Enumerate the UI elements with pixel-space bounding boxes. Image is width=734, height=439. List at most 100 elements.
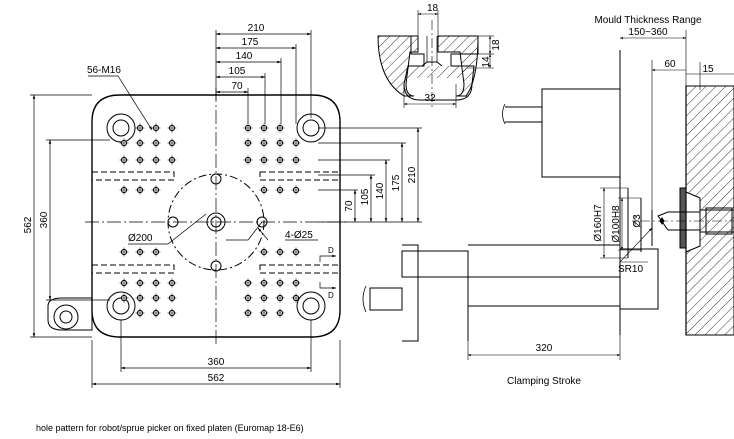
tapped-hole-crosshair <box>275 123 285 133</box>
tapped-hole-crosshair <box>151 123 161 133</box>
tapped-hole-crosshair <box>259 155 269 165</box>
tapped-hole-crosshair <box>119 278 129 288</box>
tapped-hole-crosshair <box>275 247 285 257</box>
tie-bar-hole-bl <box>106 291 136 321</box>
tapped-hole-crosshair <box>243 308 253 318</box>
front-dimensions <box>30 30 422 388</box>
tapped-hole-crosshair <box>151 185 161 195</box>
tapped-hole-crosshair <box>275 308 285 318</box>
tapped-hole-crosshair <box>291 185 301 195</box>
nozzle-detail-labels: 18 18 14 32 <box>424 3 502 104</box>
dim-bottom-562: 562 <box>208 373 225 384</box>
tapped-hole-crosshair <box>119 293 129 303</box>
platen-outline <box>91 94 341 338</box>
tapped-hole-crosshair <box>259 185 269 195</box>
label-d200: Ø200 <box>128 233 153 244</box>
t-slot-upper-right <box>259 171 341 181</box>
t-slot-upper-left <box>91 171 175 181</box>
nozzle-dim-18-top: 18 <box>427 3 439 14</box>
tapped-hole-crosshair <box>291 155 301 165</box>
front-dimension-labels: 210 175 140 105 70 70 105 140 175 210 36… <box>23 23 418 384</box>
tapped-hole-crosshair <box>119 247 129 257</box>
tapped-hole-crosshair <box>259 308 269 318</box>
tapped-hole-crosshair <box>275 278 285 288</box>
tapped-hole-crosshair <box>151 308 161 318</box>
dim-right-140: 140 <box>375 182 386 199</box>
dim-top-210: 210 <box>248 23 265 34</box>
tapped-hole-crosshair <box>167 155 177 165</box>
tapped-holes-56-m16 <box>119 123 301 318</box>
tapped-hole-crosshair <box>167 278 177 288</box>
tapped-hole-crosshair <box>167 308 177 318</box>
tapped-hole-crosshair <box>135 247 145 257</box>
dim-top-175: 175 <box>242 37 259 48</box>
t-slot-lower-right <box>259 264 341 274</box>
tapped-hole-crosshair <box>259 123 269 133</box>
side-view-labels: Mould Thickness Range 150~360 60 15 Ø160… <box>507 15 714 387</box>
tapped-hole-crosshair <box>243 293 253 303</box>
tapped-hole-crosshair <box>275 185 285 195</box>
tapped-hole-crosshair <box>291 138 301 148</box>
tapped-hole-crosshair <box>259 293 269 303</box>
dim-60: 60 <box>664 59 676 70</box>
label-clamping-stroke: Clamping Stroke <box>507 376 581 387</box>
label-mould-thickness: Mould Thickness Range <box>594 15 702 26</box>
tie-bar-hole-tl <box>106 113 136 143</box>
label-d160h7: Ø160H7 <box>593 204 604 242</box>
tapped-hole-crosshair <box>135 138 145 148</box>
tapped-hole-crosshair <box>151 138 161 148</box>
tapped-hole-crosshair <box>119 185 129 195</box>
label-56-m16: 56-M16 <box>87 65 121 76</box>
tie-bar-hole-br <box>296 291 326 321</box>
label-d100h8: Ø100H8 <box>611 205 622 243</box>
tapped-hole-crosshair <box>135 155 145 165</box>
dim-right-175: 175 <box>391 174 402 191</box>
label-mould-range: 150~360 <box>628 27 668 38</box>
tapped-hole-crosshair <box>259 278 269 288</box>
tapped-hole-crosshair <box>151 293 161 303</box>
dim-top-140: 140 <box>236 51 253 62</box>
tapped-hole-crosshair <box>167 293 177 303</box>
tapped-hole-crosshair <box>135 293 145 303</box>
dim-clamping-320: 320 <box>536 343 553 354</box>
tapped-hole-crosshair <box>275 138 285 148</box>
tapped-hole-crosshair <box>243 138 253 148</box>
dim-top-105: 105 <box>229 66 246 77</box>
tapped-hole-crosshair <box>167 138 177 148</box>
side-view <box>362 30 734 360</box>
tie-bar-outside <box>53 304 79 330</box>
tapped-hole-crosshair <box>243 155 253 165</box>
tapped-hole-crosshair <box>135 123 145 133</box>
tapped-hole-crosshair <box>119 138 129 148</box>
tapped-hole-crosshair <box>135 278 145 288</box>
figure-caption: hole pattern for robot/sprue picker on f… <box>36 423 304 433</box>
tapped-hole-crosshair <box>291 278 301 288</box>
dim-left-562: 562 <box>23 216 34 233</box>
tapped-hole-crosshair <box>151 155 161 165</box>
label-d3: Ø3 <box>632 214 643 228</box>
tapped-hole-crosshair <box>243 123 253 133</box>
tapped-hole-crosshair <box>275 155 285 165</box>
tapped-hole-crosshair <box>119 155 129 165</box>
tapped-hole-crosshair <box>135 185 145 195</box>
t-slot-lower-left <box>91 264 175 274</box>
label-4-d25: 4-Ø25 <box>285 230 313 241</box>
nozzle-dim-18-right: 18 <box>491 39 502 51</box>
tapped-hole-crosshair <box>275 293 285 303</box>
dim-right-105: 105 <box>360 188 371 205</box>
nozzle-dim-14-right: 14 <box>481 56 492 68</box>
section-mark-d-lower: D <box>328 291 334 300</box>
dim-bottom-360: 360 <box>208 357 225 368</box>
tapped-hole-crosshair <box>243 278 253 288</box>
tapped-hole-crosshair <box>167 123 177 133</box>
tapped-hole-crosshair <box>151 278 161 288</box>
tapped-hole-crosshair <box>259 247 269 257</box>
dim-top-70: 70 <box>231 81 243 92</box>
label-sr10: SR10 <box>618 264 643 275</box>
section-mark-d-upper: D <box>328 246 334 255</box>
tapped-hole-crosshair <box>291 247 301 257</box>
nozzle-dim-32-bottom: 32 <box>424 93 436 104</box>
dim-right-210: 210 <box>407 166 418 183</box>
tapped-hole-crosshair <box>291 293 301 303</box>
